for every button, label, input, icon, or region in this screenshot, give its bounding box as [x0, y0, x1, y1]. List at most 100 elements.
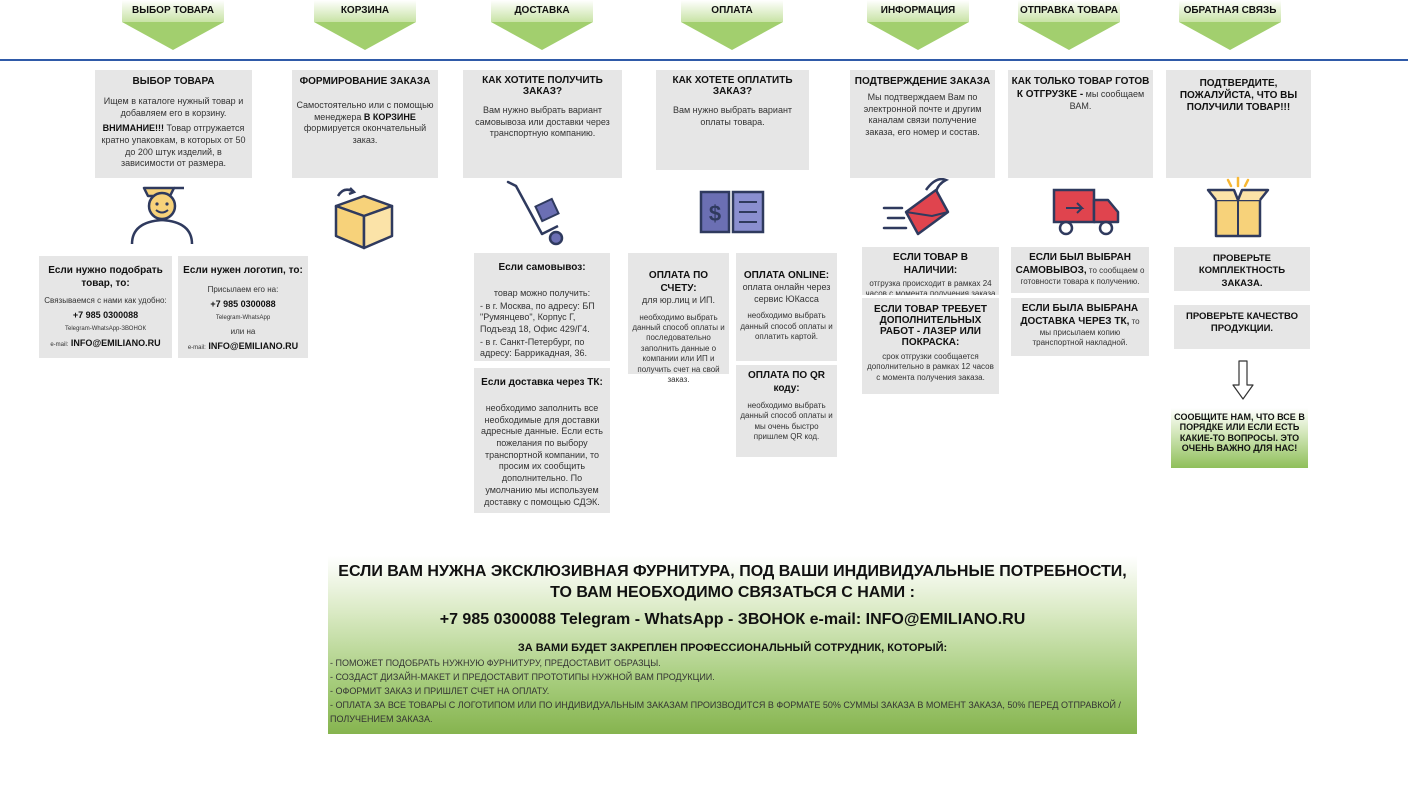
select-product-box: ВЫБОР ТОВАРА Ищем в каталоге нужный това…: [95, 70, 252, 178]
box-text: Присылаем его на:: [207, 285, 279, 294]
box-title: ОПЛАТА ПО СЧЕТУ:: [648, 270, 709, 294]
box-text-warning: ВНИМАНИЕ!!! Товар отгружается кратно упа…: [101, 123, 246, 169]
money-bills-icon: $: [699, 190, 765, 234]
in-stock-box: ЕСЛИ ТОВАР В НАЛИЧИИ: отгрузка происходи…: [862, 247, 999, 295]
box-title: ЕСЛИ ТОВАР В НАЛИЧИИ:: [893, 252, 968, 276]
box-package-icon: [334, 187, 394, 250]
email-line: e-mail: INFO@EMILIANO.RU: [50, 337, 161, 348]
banner-contact-channels: Telegram - WhatsApp - ЗВОНОК e-mail: INF…: [555, 611, 1026, 628]
divider-line: [0, 59, 1408, 61]
box-text: КАК ТОЛЬКО ТОВАР ГОТОВ К ОТГРУЗКЕ - мы с…: [1011, 76, 1150, 111]
box-text: для юр.лиц и ИП.: [641, 295, 716, 305]
box-text: отгрузка происходит в рамках 24 часов с …: [865, 279, 996, 295]
banner-phone: +7 985 0300088: [439, 611, 556, 628]
pickup-box: Если самовывоз: товар можно получить: - …: [474, 253, 610, 361]
box-text: ЕСЛИ БЫЛА ВЫБРАНА ДОСТАВКА ЧЕРЕЗ ТК, то …: [1020, 303, 1140, 348]
step-arrow-feedback: ОБРАТНАЯ СВЯЗЬ: [1179, 0, 1281, 52]
email-link[interactable]: INFO@EMILIANO.RU: [208, 341, 299, 352]
box-title: ВЫБОР ТОВАРА: [132, 76, 215, 87]
banner-list: - ПОМОЖЕТ ПОДОБРАТЬ НУЖНУЮ ФУРНИТУРУ, ПР…: [330, 657, 1130, 727]
box-title: ЕСЛИ ТОВАР ТРЕБУЕТ ДОПОЛНИТЕЛЬНЫХ РАБОТ …: [873, 304, 988, 348]
step-arrow-info: ИНФОРМАЦИЯ: [867, 0, 969, 52]
box-text: Ищем в каталоге нужный товар и добавляем…: [103, 96, 244, 118]
box-text: необходимо выбрать данный способ оплаты …: [740, 311, 833, 342]
list-item: - ПОМОЖЕТ ПОДОБРАТЬ НУЖНУЮ ФУРНИТУРУ, ПР…: [330, 658, 661, 668]
step-label: ВЫБОР ТОВАРА: [131, 5, 215, 16]
feedback-request-box: СООБЩИТЕ НАМ, ЧТО ВСЕ В ПОРЯДКЕ ИЛИ ЕСЛИ…: [1171, 408, 1308, 468]
email-link[interactable]: INFO@EMILIANO.RU: [70, 337, 161, 348]
payment-choice-box: КАК ХОТЕТЕ ОПЛАТИТЬ ЗАКАЗ? Вам нужно выб…: [656, 70, 809, 170]
banner-heading: ЕСЛИ ВАМ НУЖНА ЭКСКЛЮЗИВНАЯ ФУРНИТУРА, П…: [338, 563, 1127, 601]
box-text: Самостоятельно или с помощью менеджера В…: [296, 100, 434, 146]
box-text: ЕСЛИ БЫЛ ВЫБРАН САМОВЫВОЗ, то сообщаем о…: [1015, 252, 1145, 286]
box-title: КАК ХОТИТЕ ПОЛУЧИТЬ ЗАКАЗ?: [482, 75, 603, 97]
list-item: - ОФОРМИТ ЗАКАЗ И ПРИШЛЕТ СЧЕТ НА ОПЛАТУ…: [330, 685, 550, 696]
box-title: ПРОВЕРЬТЕ КАЧЕСТВО ПРОДУКЦИИ.: [1186, 311, 1298, 335]
logo-help-box: Если нужен логотип, то: Присылаем его на…: [178, 256, 308, 358]
form-order-box: ФОРМИРОВАНИЕ ЗАКАЗА Самостоятельно или с…: [292, 70, 438, 178]
banner-contacts: +7 985 0300088 Telegram - WhatsApp - ЗВО…: [328, 611, 1137, 629]
flying-mail-icon: [882, 178, 950, 236]
box-text: товар можно получить:: [493, 288, 591, 298]
check-completeness-box: ПРОВЕРЬТЕ КОМПЛЕКТНОСТЬ ЗАКАЗА.: [1174, 247, 1310, 291]
qr-payment-box: ОПЛАТА ПО QR коду: необходимо выбрать да…: [736, 365, 837, 457]
step-arrow-payment: ОПЛАТА: [681, 0, 783, 52]
phone-text: +7 985 0300088: [210, 299, 276, 310]
box-text: необходимо выбрать данный способ оплаты …: [740, 401, 833, 442]
banner-subheading: ЗА ВАМИ БУДЕТ ЗАКРЕПЛЕН ПРОФЕССИОНАЛЬНЫЙ…: [517, 642, 948, 654]
box-title: Если нужен логотип, то:: [183, 265, 303, 276]
invoice-payment-box: ОПЛАТА ПО СЧЕТУ: для юр.лиц и ИП. необхо…: [628, 253, 729, 384]
pickup-ready-box: ЕСЛИ БЫЛ ВЫБРАН САМОВЫВОЗ, то сообщаем о…: [1011, 247, 1149, 293]
manager-person-icon: [130, 186, 194, 245]
online-payment-box: ОПЛАТА ONLINE: оплата онлайн через серви…: [736, 253, 837, 361]
hand-truck-icon: [506, 180, 564, 246]
step-label: КОРЗИНА: [340, 5, 390, 16]
tk-delivery-box: Если доставка через ТК: необходимо запол…: [474, 368, 610, 513]
box-title: КАК ХОТЕТЕ ОПЛАТИТЬ ЗАКАЗ?: [672, 75, 793, 97]
box-title: ОПЛАТА ПО QR коду:: [748, 370, 825, 394]
list-item: - ОПЛАТА ЗА ВСЕ ТОВАРЫ С ЛОГОТИПОМ ИЛИ П…: [330, 699, 1121, 724]
box-text: Связываемся с нами как удобно:: [44, 296, 167, 305]
step-label: ОПЛАТА: [711, 5, 753, 16]
box-title: Если нужно подобрать товар, то:: [48, 265, 163, 289]
ready-notification-box: КАК ТОЛЬКО ТОВАР ГОТОВ К ОТГРУЗКЕ - мы с…: [1008, 70, 1153, 178]
step-arrow-shipping: ОТПРАВКА ТОВАРА: [1018, 0, 1120, 52]
check-quality-box: ПРОВЕРЬТЕ КАЧЕСТВО ПРОДУКЦИИ.: [1174, 305, 1310, 349]
box-text: Telegram-WhatsApp-ЗВОНОК: [65, 326, 146, 333]
box-text: срок отгрузки сообщается дополнительно в…: [867, 352, 994, 382]
step-label: ДОСТАВКА: [514, 5, 570, 16]
box-text: Вам нужно выбрать вариант самовывоза или…: [475, 105, 610, 139]
open-box-icon: [1206, 176, 1270, 238]
box-text: необходимо выбрать данный способ оплаты …: [632, 312, 725, 385]
spb-address: - в г. Санкт-Петербург, по адресу: Барри…: [480, 336, 587, 359]
step-arrow-cart: КОРЗИНА: [314, 0, 416, 52]
order-confirmation-box: ПОДТВЕРЖДЕНИЕ ЗАКАЗА Мы подтверждаем Вам…: [850, 70, 995, 178]
box-title: ПОДТВЕРЖДЕНИЕ ЗАКАЗА: [854, 76, 991, 87]
box-text: ОПЛАТА ONLINE: оплата онлайн через серви…: [742, 270, 831, 304]
delivery-choice-box: КАК ХОТИТЕ ПОЛУЧИТЬ ЗАКАЗ? Вам нужно выб…: [463, 70, 622, 178]
email-line: e-mail: INFO@EMILIANO.RU: [187, 341, 299, 352]
pick-product-help-box: Если нужно подобрать товар, то: Связывае…: [39, 256, 172, 358]
step-label: ИНФОРМАЦИЯ: [880, 5, 956, 16]
box-title: ПОДТВЕРДИТЕ, ПОЖАЛУЙСТА, ЧТО ВЫ ПОЛУЧИЛИ…: [1179, 78, 1298, 113]
step-label: ОБРАТНАЯ СВЯЗЬ: [1183, 5, 1277, 16]
box-text: необходимо заполнить все необходимые для…: [481, 403, 603, 507]
box-text: или на: [230, 326, 256, 336]
delivery-truck-icon: [1052, 188, 1120, 236]
box-title: ФОРМИРОВАНИЕ ЗАКАЗА: [299, 76, 431, 87]
step-arrow-delivery: ДОСТАВКА: [491, 0, 593, 52]
box-title: Если доставка через ТК:: [481, 377, 603, 388]
box-text: Мы подтверждаем Вам по электронной почте…: [863, 92, 982, 138]
tk-shipped-box: ЕСЛИ БЫЛА ВЫБРАНА ДОСТАВКА ЧЕРЕЗ ТК, то …: [1011, 298, 1149, 356]
arrow-down-icon: [1232, 360, 1254, 400]
svg-text:$: $: [709, 201, 721, 226]
box-text: Вам нужно выбрать вариант оплаты товара.: [672, 105, 793, 127]
moscow-address: - в г. Москва, по адресу: БП "Румянцево"…: [480, 300, 595, 335]
extra-work-box: ЕСЛИ ТОВАР ТРЕБУЕТ ДОПОЛНИТЕЛЬНЫХ РАБОТ …: [862, 298, 999, 394]
box-text: Telegram-WhatsApp: [215, 315, 271, 322]
step-arrow-select: ВЫБОР ТОВАРА: [122, 0, 224, 52]
box-title: ПРОВЕРЬТЕ КОМПЛЕКТНОСТЬ ЗАКАЗА.: [1198, 253, 1286, 289]
confirm-receipt-box: ПОДТВЕРДИТЕ, ПОЖАЛУЙСТА, ЧТО ВЫ ПОЛУЧИЛИ…: [1166, 70, 1311, 178]
box-title: Если самовывоз:: [498, 262, 586, 273]
phone-text: +7 985 0300088: [72, 310, 139, 321]
